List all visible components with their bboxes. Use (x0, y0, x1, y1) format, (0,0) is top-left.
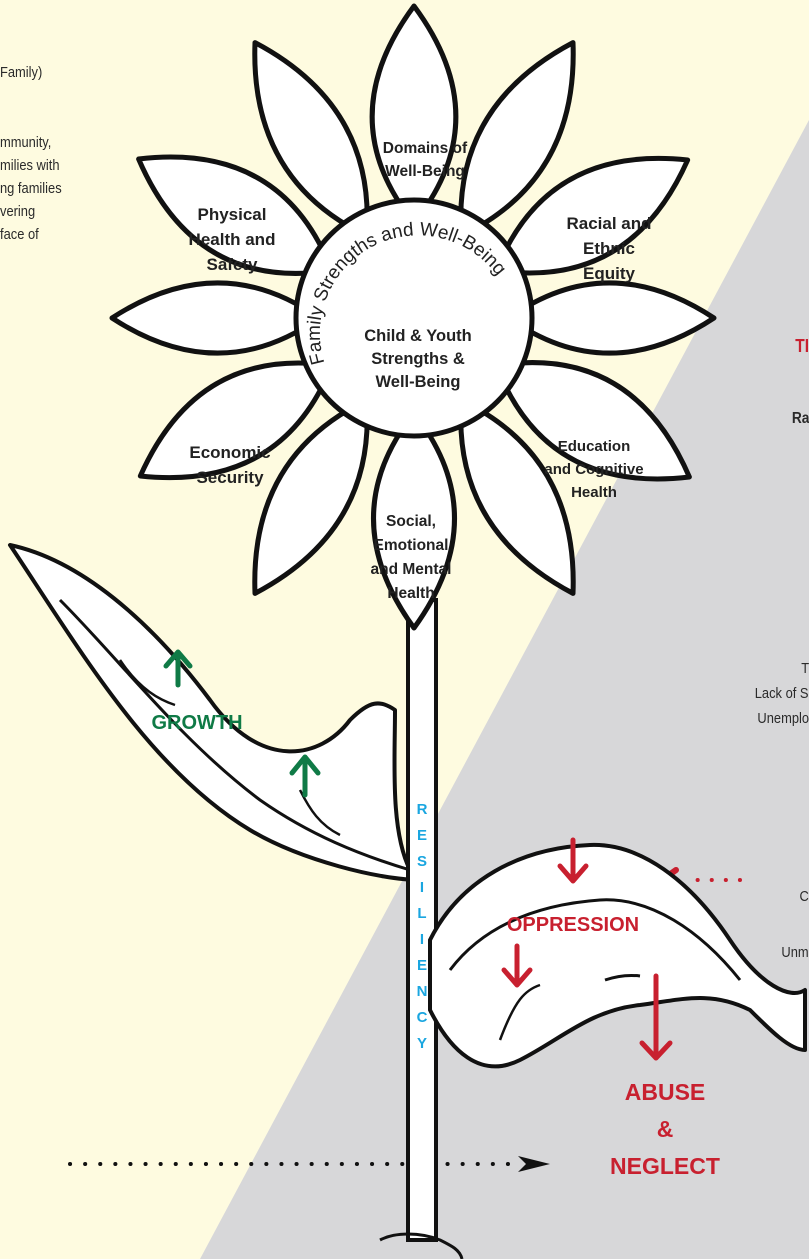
petal (372, 6, 456, 223)
petal-label-line: Health (571, 484, 617, 501)
petal-label-line: Education (558, 438, 631, 455)
resiliency-letter: C (417, 1009, 428, 1026)
petal-label-line: Health and (189, 230, 276, 249)
resiliency-letter: S (417, 853, 427, 870)
petal-label-line: Equity (583, 264, 635, 283)
resiliency-letter: E (417, 957, 427, 974)
resiliency-letter: N (417, 983, 428, 1000)
center-title-line: Strengths & (371, 350, 465, 368)
petal-label-line: and Mental (371, 561, 452, 578)
petal-label-line: and Cognitive (544, 461, 643, 478)
right-text-line: Unm (782, 944, 809, 961)
petal-label-line: Racial and (566, 214, 651, 233)
right-text-line: Ra (791, 410, 809, 428)
petal-label-line: Social, (386, 513, 436, 530)
resiliency-letter: R (417, 801, 428, 818)
oppression-label: OPPRESSION (507, 914, 639, 936)
resiliency-letter: Y (417, 1035, 427, 1052)
right-text-line: C (800, 888, 809, 905)
resiliency-letter: I (420, 931, 424, 948)
abuse-line: NEGLECT (610, 1153, 720, 1179)
petal-label-line: Safety (206, 255, 258, 274)
petal-label-line: Security (196, 468, 264, 487)
center-title: Child & Youth Strengths & Well-Being (364, 327, 472, 391)
growth-label: GROWTH (151, 712, 242, 734)
abuse-line: ABUSE (625, 1079, 706, 1105)
petal (112, 283, 319, 353)
resiliency-letter: L (417, 905, 426, 922)
resiliency-letter: E (417, 827, 427, 844)
center-title-line: Child & Youth (364, 327, 472, 345)
center-title-line: Well-Being (376, 373, 461, 391)
right-text-line: Unemplo (757, 710, 809, 727)
petal-label-line: Economic (189, 443, 270, 462)
petal (509, 283, 714, 353)
petal-label-line: Domains of (383, 140, 468, 157)
petal-label-line: Well-Being (385, 163, 465, 180)
resiliency-letter: I (420, 879, 424, 896)
right-heading: TI (795, 336, 809, 357)
petal-label-line: Ethnic (583, 239, 635, 258)
abuse-line: & (657, 1116, 674, 1142)
petal-label-line: Physical (198, 205, 267, 224)
right-text-line: Lack of S (755, 685, 809, 702)
right-text-line: T (801, 660, 809, 677)
petal-label-line: Health (387, 585, 434, 602)
petal-label-line: Emotional (374, 537, 449, 554)
